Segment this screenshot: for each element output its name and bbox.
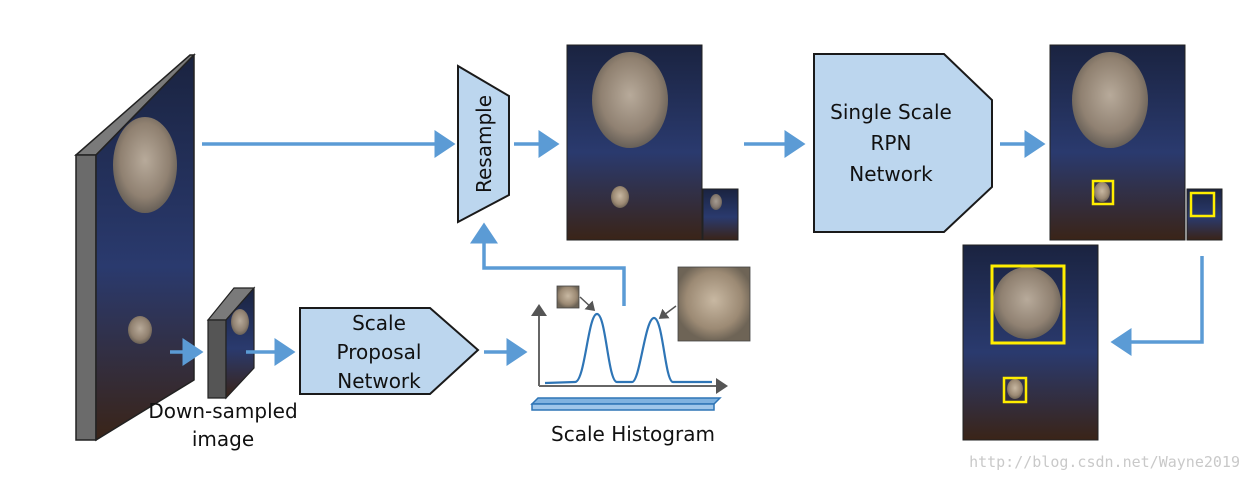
rpn-label-line2: RPN bbox=[871, 131, 912, 155]
spn-label-line1: Scale bbox=[352, 311, 406, 335]
arrow-histogram-to-resample bbox=[470, 222, 626, 306]
detection-box-large bbox=[990, 264, 1066, 345]
small-face-pointer bbox=[579, 296, 596, 312]
final-detection-image bbox=[962, 244, 1099, 441]
histogram-base-bar bbox=[531, 403, 715, 411]
input-image bbox=[74, 53, 196, 442]
downsampled-image bbox=[206, 286, 256, 400]
scale-proposal-network: Scale Proposal Network bbox=[299, 307, 480, 395]
small-face-thumbnail bbox=[556, 285, 580, 309]
detection-box-thumb bbox=[1189, 191, 1216, 218]
histogram-curve bbox=[544, 312, 712, 385]
rpn-label-line3: Network bbox=[849, 162, 933, 186]
spn-label-line2: Proposal bbox=[337, 340, 422, 364]
large-face-thumbnail bbox=[677, 266, 751, 342]
scale-histogram: Scale Histogram bbox=[530, 266, 751, 446]
arrow-output-to-final bbox=[1110, 256, 1204, 356]
watermark: http://blog.csdn.net/Wayne2019 bbox=[969, 453, 1240, 471]
large-face-pointer bbox=[658, 305, 677, 319]
resampled-image bbox=[566, 44, 739, 241]
spn-label-line3: Network bbox=[337, 369, 421, 393]
detection-box-final-small bbox=[1002, 376, 1028, 404]
rpn-label-line1: Single Scale bbox=[830, 100, 952, 124]
single-scale-rpn-network: Single Scale RPN Network bbox=[813, 53, 993, 233]
resample-label: Resample bbox=[472, 95, 496, 193]
rpn-output-image bbox=[1049, 44, 1223, 241]
histogram-label: Scale Histogram bbox=[551, 422, 715, 446]
resample-block: Resample bbox=[457, 64, 510, 224]
downsampled-label-line1: Down-sampled bbox=[148, 399, 297, 423]
histogram-bar bbox=[530, 397, 722, 405]
detection-box-small bbox=[1091, 179, 1115, 206]
downsampled-label-line2: image bbox=[192, 427, 254, 451]
